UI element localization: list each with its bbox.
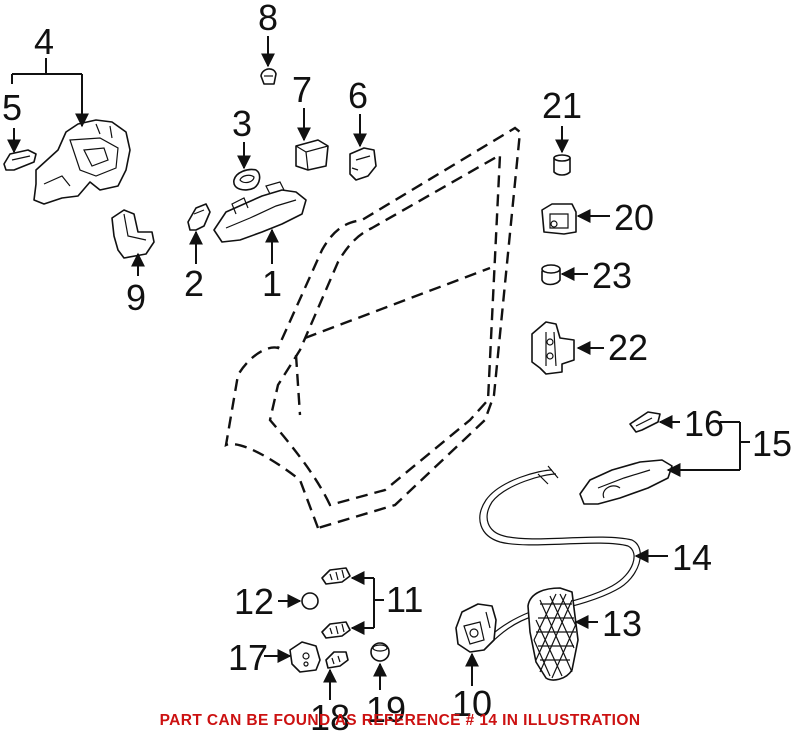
callout-3: 3 (232, 103, 252, 144)
callout-11: 11 (386, 579, 423, 620)
callout-20: 20 (614, 197, 654, 238)
door-outline (224, 126, 522, 530)
part-5-clip (3, 149, 37, 171)
part-11-clips (321, 567, 351, 639)
callout-6: 6 (348, 75, 368, 116)
callout-13: 13 (602, 603, 642, 644)
part-15-inside-handle (579, 459, 673, 505)
callout-23: 23 (592, 255, 632, 296)
callout-18: 18 (310, 697, 350, 738)
part-23-plug (541, 264, 561, 286)
callout-22: 22 (608, 327, 648, 368)
callout-5: 5 (2, 87, 22, 128)
part-8-plug (260, 68, 277, 85)
callout-9: 9 (126, 277, 146, 318)
part-13-panel (527, 587, 579, 681)
part-22-hinge (531, 321, 575, 375)
part-3-gasket (233, 168, 261, 191)
callout-4: 4 (34, 21, 54, 62)
part-18-clip (325, 651, 349, 669)
callout-12: 12 (234, 581, 274, 622)
part-20-striker (541, 203, 577, 235)
callout-15: 15 (752, 423, 792, 464)
callout-19: 19 (366, 689, 406, 730)
callout-2: 2 (184, 263, 204, 304)
reference-note: PART CAN BE FOUND AS REFERENCE # 14 IN I… (159, 712, 641, 729)
part-9-bracket (111, 209, 155, 259)
part-21-bumper (553, 154, 571, 176)
callout-10: 10 (452, 683, 492, 724)
part-7-cap (295, 139, 329, 171)
part-17-bracket (289, 641, 321, 673)
callout-1: 1 (262, 263, 282, 304)
part-16-clip (629, 411, 661, 433)
part-19-plug (370, 642, 390, 662)
part-1-outside-handle (213, 181, 307, 243)
callout-21: 21 (542, 85, 582, 126)
callout-8: 8 (258, 0, 278, 38)
part-10-latch (455, 603, 497, 653)
callout-17: 17 (228, 637, 268, 678)
leader-lines (7, 36, 750, 700)
callout-16: 16 (684, 403, 724, 444)
part-4-handle-bracket (33, 119, 131, 205)
callout-7: 7 (292, 69, 312, 110)
callout-14: 14 (672, 537, 712, 578)
part-12-plug (301, 592, 319, 610)
part-2-bracket (187, 203, 211, 231)
part-6-cover (349, 147, 377, 181)
